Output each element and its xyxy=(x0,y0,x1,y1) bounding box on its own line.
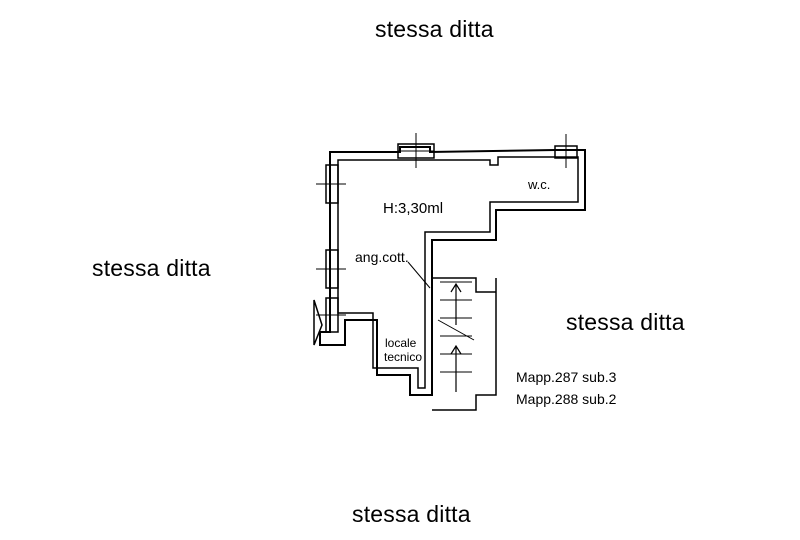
stair-arrow-upper xyxy=(450,282,462,325)
plan-walls xyxy=(313,133,586,411)
outer-wall-outline xyxy=(319,146,586,396)
neighbor-label-left: stessa ditta xyxy=(92,255,211,281)
neighbor-label-right: stessa ditta xyxy=(566,309,685,335)
room-technical-label-1: locale xyxy=(385,336,417,350)
entrance-door xyxy=(313,299,323,346)
room-wc-label: w.c. xyxy=(527,177,550,192)
stair-arrow-lower xyxy=(450,344,462,392)
cadastral-reference-2: Mapp.288 sub.2 xyxy=(516,391,617,407)
room-height-label: H:3,30ml xyxy=(383,200,443,217)
neighbor-label-top: stessa ditta xyxy=(375,16,494,42)
staircase-outline xyxy=(432,277,497,411)
neighbor-label-bottom: stessa ditta xyxy=(352,501,471,527)
room-kitchen-label: ang.cott. xyxy=(355,249,409,265)
room-technical-label-2: tecnico xyxy=(384,350,422,364)
cadastral-reference-1: Mapp.287 sub.3 xyxy=(516,369,617,385)
kitchen-pointer xyxy=(407,261,431,289)
inner-wall-outline xyxy=(337,156,579,389)
